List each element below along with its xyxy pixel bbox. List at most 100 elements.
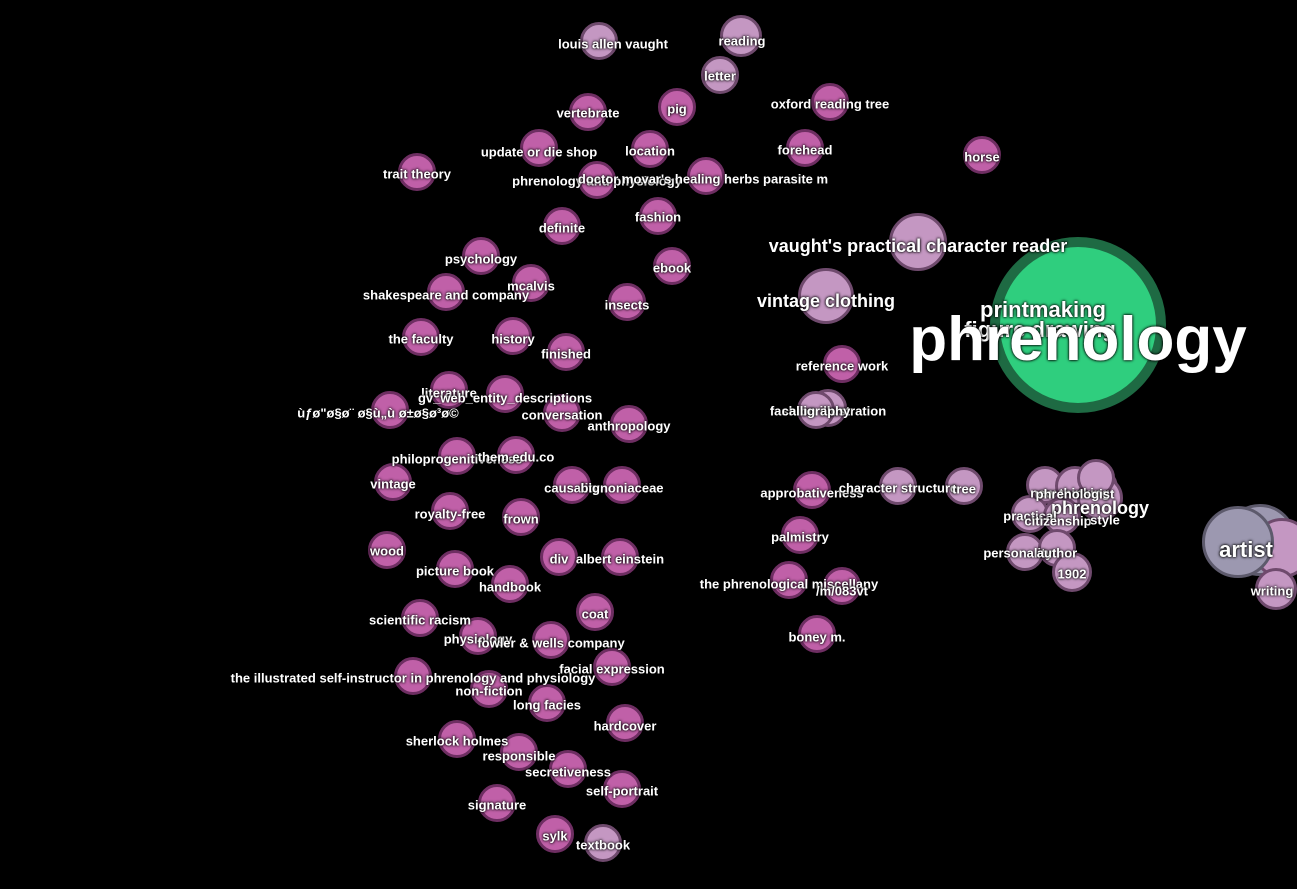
node-louis-allen-vaught[interactable] bbox=[580, 22, 618, 60]
node-bignoniaceae[interactable] bbox=[603, 466, 641, 504]
node-shakespeare-and-company[interactable] bbox=[427, 273, 465, 311]
node-special[interactable] bbox=[371, 391, 409, 429]
node-style[interactable] bbox=[1077, 459, 1115, 497]
node-responsible[interactable] bbox=[500, 733, 538, 771]
node-frown[interactable] bbox=[502, 498, 540, 536]
node-gv-web-entity-descriptions[interactable] bbox=[486, 375, 524, 413]
node-boney-m[interactable] bbox=[798, 615, 836, 653]
node-pig[interactable] bbox=[658, 88, 696, 126]
node-label-insects: insects bbox=[604, 297, 650, 313]
node-physiology[interactable] bbox=[459, 617, 497, 655]
center-overlay-label-figure-drawing: figure drawing bbox=[964, 317, 1116, 342]
node-citizenship[interactable] bbox=[1043, 497, 1081, 535]
node-oxford-reading-tree[interactable] bbox=[811, 83, 849, 121]
node-ebook[interactable] bbox=[653, 247, 691, 285]
node-history[interactable] bbox=[494, 317, 532, 355]
node-reading[interactable] bbox=[720, 15, 762, 57]
node-label-new-thinking: new thinking bbox=[1030, 485, 1110, 501]
node-artist[interactable] bbox=[1202, 506, 1274, 578]
node-label-gv-web-entity-descriptions: gv_web_entity_descriptions bbox=[417, 390, 593, 406]
node-div[interactable] bbox=[540, 538, 578, 576]
node-trait-theory[interactable] bbox=[398, 153, 436, 191]
node-royalty-free[interactable] bbox=[431, 492, 469, 530]
node-label-sylk: sylk bbox=[542, 828, 568, 844]
center-node-label: phrenology bbox=[909, 305, 1247, 374]
node-them-edu-co[interactable] bbox=[497, 436, 535, 474]
node-picture-book[interactable] bbox=[436, 550, 474, 588]
node-scientific-racism[interactable] bbox=[401, 599, 439, 637]
node-the-phrenological-miscellany[interactable] bbox=[770, 561, 808, 599]
node-1902[interactable] bbox=[1052, 552, 1092, 592]
node-horse[interactable] bbox=[963, 136, 1001, 174]
node-personality[interactable] bbox=[1006, 533, 1044, 571]
node-definite[interactable] bbox=[543, 207, 581, 245]
node-label-the-illustrated-self-instructor-in-phrenology-and-physiology: the illustrated self-instructor in phren… bbox=[230, 670, 596, 686]
node-insects[interactable] bbox=[608, 283, 646, 321]
node-the-faculty[interactable] bbox=[402, 318, 440, 356]
node-location[interactable] bbox=[631, 130, 669, 168]
node-label-handbook: handbook bbox=[478, 579, 542, 595]
node-non-fiction[interactable] bbox=[470, 670, 508, 708]
node-secretiveness[interactable] bbox=[549, 750, 587, 788]
center-node[interactable] bbox=[990, 237, 1166, 413]
node-philoprogenitiveness[interactable] bbox=[438, 437, 476, 475]
node-palmistry[interactable] bbox=[781, 516, 819, 554]
node-fowler-wells-company[interactable] bbox=[532, 621, 570, 659]
node-finished[interactable] bbox=[547, 333, 585, 371]
node-hardcover[interactable] bbox=[606, 704, 644, 742]
node-sylk[interactable] bbox=[536, 815, 574, 853]
node-letter[interactable] bbox=[701, 56, 739, 94]
node-label-m-083vt: /m/083vt bbox=[815, 583, 869, 599]
node-wood[interactable] bbox=[368, 531, 406, 569]
node-label-louis-allen-vaught: louis allen vaught bbox=[558, 36, 668, 52]
node-fashion[interactable] bbox=[639, 197, 677, 235]
node-vintage[interactable] bbox=[374, 463, 412, 501]
node-label-textbook: textbook bbox=[575, 837, 631, 853]
node-label-the-faculty: the faculty bbox=[388, 331, 454, 347]
node-m-083vt[interactable] bbox=[823, 567, 861, 605]
node-reference-work[interactable] bbox=[823, 345, 861, 383]
node-label-location: location bbox=[625, 143, 675, 159]
node-label-history: history bbox=[491, 331, 535, 347]
node-handbook[interactable] bbox=[491, 565, 529, 603]
node-label-anthropology: anthropology bbox=[587, 418, 671, 434]
node-doctor-movar-s-healing-herbs-parasite-m[interactable] bbox=[687, 157, 725, 195]
node-calligraphy[interactable] bbox=[797, 391, 835, 429]
node-vintage-clothing[interactable] bbox=[798, 268, 854, 324]
node-vertebrate[interactable] bbox=[569, 93, 607, 131]
node-label-philoprogenitiveness: philoprogenitiveness bbox=[391, 451, 523, 467]
node-self-portrait[interactable] bbox=[603, 770, 641, 808]
node-character-structure[interactable] bbox=[879, 467, 917, 505]
node-label-vintage: vintage bbox=[370, 476, 416, 492]
node-vaught-s-practical-character-reader[interactable] bbox=[889, 213, 947, 271]
node-update-or-die-shop[interactable] bbox=[520, 129, 558, 167]
node-literature[interactable] bbox=[430, 371, 468, 409]
node-facial-expression[interactable] bbox=[593, 648, 631, 686]
node-conversation[interactable] bbox=[543, 394, 581, 432]
node-label-physiology: physiology bbox=[443, 631, 513, 647]
node-signature[interactable] bbox=[478, 784, 516, 822]
node-mcalvis[interactable] bbox=[512, 264, 550, 302]
node-label-palmistry: palmistry bbox=[771, 529, 829, 545]
node-label-oxford-reading-tree: oxford reading tree bbox=[770, 96, 890, 112]
node-albert-einstein[interactable] bbox=[601, 538, 639, 576]
node-label-1902: 1902 bbox=[1057, 566, 1087, 582]
node-textbook[interactable] bbox=[584, 824, 622, 862]
node-psychology[interactable] bbox=[462, 237, 500, 275]
node-coat[interactable] bbox=[576, 593, 614, 631]
node-label-wood: wood bbox=[370, 543, 404, 559]
node-approbativeness[interactable] bbox=[793, 471, 831, 509]
node-tree[interactable] bbox=[945, 467, 983, 505]
node-writing[interactable] bbox=[1255, 568, 1297, 610]
node-label-long-facies: long facies bbox=[513, 697, 581, 713]
node-causality[interactable] bbox=[553, 466, 591, 504]
node-long-facies[interactable] bbox=[528, 684, 566, 722]
node-label-character-structure: character structure bbox=[838, 480, 958, 496]
node-forehead[interactable] bbox=[786, 129, 824, 167]
node-the-illustrated-self-instructor-in-phrenology-and-physiology[interactable] bbox=[394, 657, 432, 695]
node-phrenology-and-physiology[interactable] bbox=[578, 161, 616, 199]
node-anthropology[interactable] bbox=[610, 405, 648, 443]
node-label-the-phrenological-miscellany: the phrenological miscellany bbox=[699, 576, 879, 592]
node-sherlock-holmes[interactable] bbox=[438, 720, 476, 758]
